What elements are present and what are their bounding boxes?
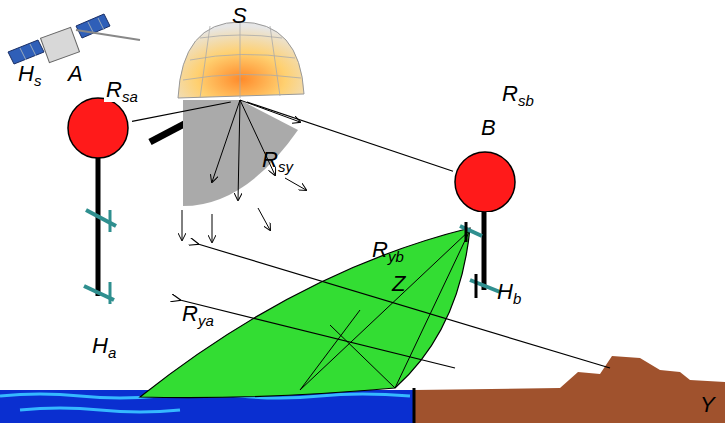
node-label: B [481,116,496,140]
beam-sector [182,100,306,242]
symbol-label: Rsy [262,148,293,172]
symbol-label: Hb [497,280,521,304]
range-line [180,300,455,368]
range-line [198,244,610,368]
land [415,356,725,423]
range-label: Rsb [500,82,536,106]
station-circle: B [453,116,517,212]
satellite [8,14,140,64]
support-bar [150,122,188,142]
symbol-label: Y [700,393,715,417]
symbol-label: Z [392,272,405,296]
symbol-label: Rya [182,302,214,326]
symbol-label: Ryb [372,238,404,262]
range-line [247,102,453,171]
range-line [132,102,231,121]
reflector-dish [178,22,304,98]
symbol-label: Hs [18,62,41,86]
antenna-mast [460,212,500,298]
node-label: S [232,4,247,28]
satellite-node: S [228,2,254,102]
station-circle: A [64,62,132,160]
zone [140,228,470,398]
range-label: Rsa [104,78,140,102]
symbol-label: Ha [92,334,116,358]
node-label: A [68,62,83,86]
antenna-mast [84,158,116,304]
